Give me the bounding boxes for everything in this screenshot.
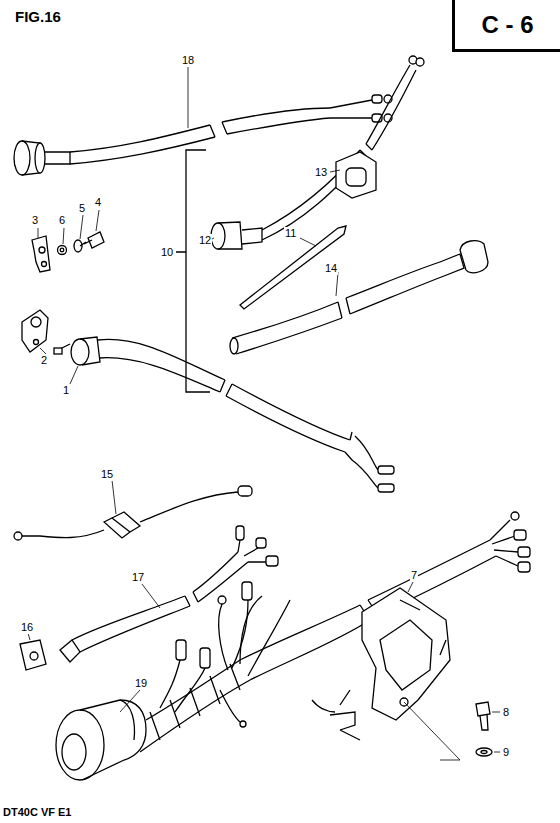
callout-number: 2 [40,354,48,367]
callout-number: 15 [100,468,114,481]
callout-number: 17 [131,571,145,584]
callout-number: 7 [410,569,418,582]
part-18 [14,66,392,175]
part-15 [14,480,252,540]
part-19 [56,512,530,780]
small-parts [32,210,104,272]
group-bracket [176,150,210,392]
figure-title: FIG.16 [14,8,62,25]
part-12 [210,56,424,249]
model-caption: DT40C VF E1 [2,806,72,819]
part-17 [60,526,278,662]
callout-number: 6 [58,214,66,227]
callout-number: 19 [134,677,148,690]
part-11 [240,226,346,309]
part-14 [230,241,488,354]
callout-number: 1 [62,384,70,397]
section-code: C - 6 [481,11,533,39]
part-2 [22,310,48,354]
callout-number: 16 [20,621,34,634]
section-box: C - 6 [452,0,560,52]
callout-number: 3 [31,214,39,227]
callout-number: 13 [314,166,328,179]
callout-number: 9 [502,746,510,759]
callout-number: 5 [78,202,86,215]
parts-8-9 [476,702,500,756]
callout-number: 4 [94,196,102,209]
callout-number: 10 [160,246,174,259]
callout-number: 18 [181,54,195,67]
part-13 [330,152,376,198]
callout-number: 11 [284,227,297,240]
part-1 [54,337,394,492]
part-7 [312,582,460,760]
callout-number: 12 [198,234,212,247]
part-16 [20,633,46,670]
callout-number: 14 [324,262,338,275]
callout-number: 8 [502,706,510,719]
